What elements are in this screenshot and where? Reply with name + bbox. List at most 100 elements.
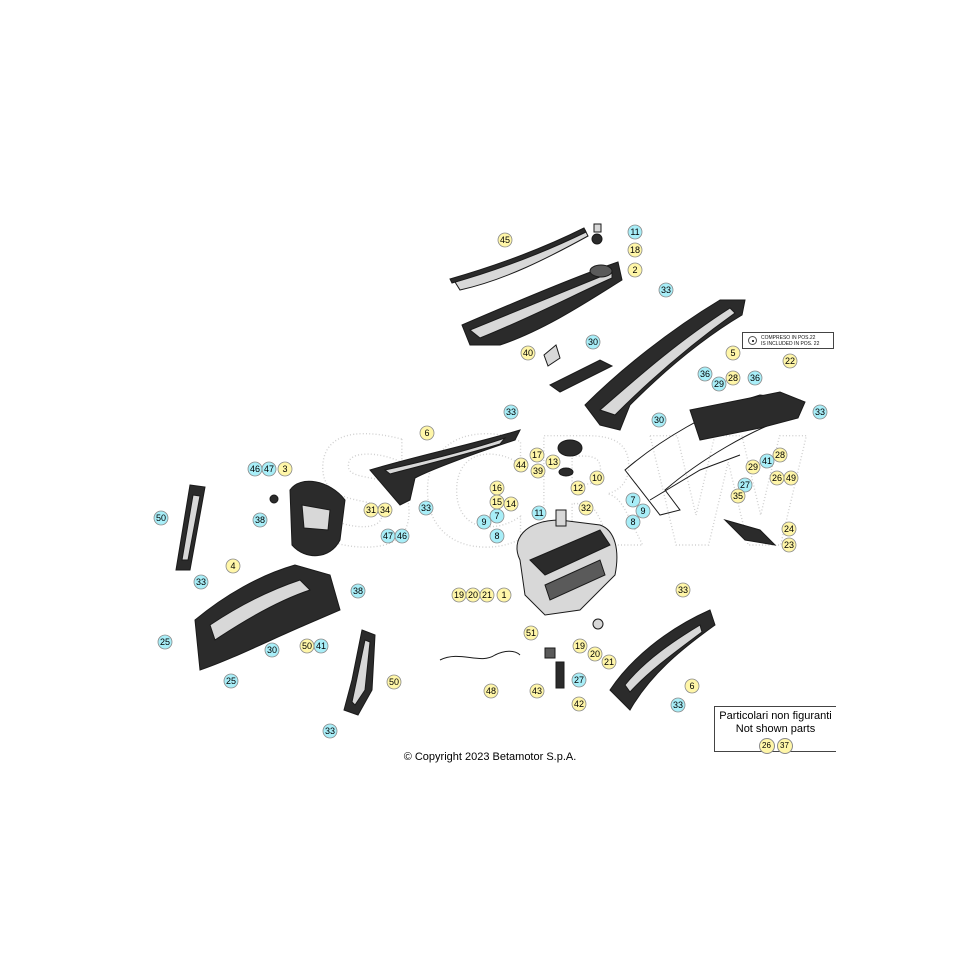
callout-circle xyxy=(627,224,643,240)
callout-50: 50 xyxy=(153,510,169,526)
callout-19: 19 xyxy=(451,587,467,603)
callout-12: 12 xyxy=(570,480,586,496)
callout-circle xyxy=(419,425,435,441)
callout-label: 7 xyxy=(630,495,635,505)
callout-label: 16 xyxy=(492,483,502,493)
callout-label: 30 xyxy=(654,415,664,425)
callout-label: 15 xyxy=(492,497,502,507)
callout-label: 46 xyxy=(397,531,407,541)
front-fender xyxy=(194,564,341,671)
callout-circle xyxy=(479,587,495,603)
callout-33: 33 xyxy=(658,282,674,298)
callout-label: 6 xyxy=(424,428,429,438)
callout-48: 48 xyxy=(483,683,499,699)
callout-label: 13 xyxy=(548,457,558,467)
callout-label: 28 xyxy=(775,450,785,460)
callout-label: 49 xyxy=(786,473,796,483)
callout-circle xyxy=(572,638,588,654)
callout-label: 38 xyxy=(353,586,363,596)
callout-28: 28 xyxy=(725,370,741,386)
callout-8: 8 xyxy=(489,528,505,544)
callout-circle xyxy=(252,512,268,528)
callout-label: 19 xyxy=(454,590,464,600)
callout-circle xyxy=(322,723,338,739)
callout-circle xyxy=(523,625,539,641)
callout-3: 3 xyxy=(277,461,293,477)
callout-circle xyxy=(730,488,746,504)
callout-49: 49 xyxy=(783,470,799,486)
callout-label: 26 xyxy=(772,473,782,483)
callout-label: 50 xyxy=(302,641,312,651)
callout-circle xyxy=(725,345,741,361)
callout-circle xyxy=(601,654,617,670)
callout-label: 40 xyxy=(523,348,533,358)
callout-44: 44 xyxy=(513,457,529,473)
callout-circle xyxy=(627,242,643,258)
callout-circle xyxy=(350,583,366,599)
included-note-line2: IS INCLUDED IN POS. 22 xyxy=(761,341,820,347)
not-shown-part: 26 xyxy=(758,738,775,754)
fork-guard-right xyxy=(343,629,376,716)
callout-label: 12 xyxy=(573,483,583,493)
callout-circle xyxy=(530,463,546,479)
callout-circle xyxy=(513,457,529,473)
callout-label: 43 xyxy=(532,686,542,696)
callout-label: 33 xyxy=(678,585,688,595)
bullet-icon xyxy=(748,336,757,345)
callout-27: 27 xyxy=(737,477,753,493)
callout-label: 18 xyxy=(630,245,640,255)
callout-label: 33 xyxy=(673,700,683,710)
callout-label: 50 xyxy=(389,677,399,687)
fuel-tank xyxy=(516,439,618,616)
callout-label: 48 xyxy=(486,686,496,696)
callout-label: 14 xyxy=(506,499,516,509)
callout-circle xyxy=(627,262,643,278)
tail-panel xyxy=(624,391,806,516)
callout-label: 33 xyxy=(196,577,206,587)
callout-label: 33 xyxy=(661,285,671,295)
callout-circle xyxy=(496,587,512,603)
callout-circle xyxy=(386,674,402,690)
callout-label: 4 xyxy=(230,561,235,571)
callout-label: 25 xyxy=(226,676,236,686)
callout-label: 20 xyxy=(590,649,600,659)
callout-5: 5 xyxy=(725,345,741,361)
callout-33: 33 xyxy=(675,582,691,598)
callout-circle xyxy=(587,646,603,662)
callout-50: 50 xyxy=(299,638,315,654)
callout-circle xyxy=(193,574,209,590)
callout-label: 20 xyxy=(468,590,478,600)
callout-29: 29 xyxy=(711,376,727,392)
callout-label: 6 xyxy=(689,681,694,691)
included-in-pos22-note: COMPRESO IN POS.22 IS INCLUDED IN POS. 2… xyxy=(742,332,834,349)
callout-circle xyxy=(225,558,241,574)
callout-circle xyxy=(772,447,788,463)
callout-17: 17 xyxy=(529,447,545,463)
callout-circle xyxy=(783,470,799,486)
callout-label: 29 xyxy=(714,379,724,389)
callout-33: 33 xyxy=(322,723,338,739)
callout-10: 10 xyxy=(589,470,605,486)
callout-30: 30 xyxy=(264,642,280,658)
callout-label: 5 xyxy=(730,348,735,358)
callout-circle xyxy=(489,508,505,524)
callout-circle xyxy=(625,514,641,530)
side-number-plate-upper xyxy=(369,429,521,506)
callout-circle xyxy=(497,232,513,248)
callout-25: 25 xyxy=(157,634,173,650)
callout-14: 14 xyxy=(503,496,519,512)
callout-label: 1 xyxy=(501,590,506,600)
callout-label: 47 xyxy=(383,531,393,541)
not-shown-title-it: Particolari non figuranti xyxy=(719,710,832,722)
callout-label: 17 xyxy=(532,450,542,460)
callout-circle xyxy=(625,492,641,508)
included-note-line1: COMPRESO IN POS.22 xyxy=(761,335,816,341)
callout-circle xyxy=(223,673,239,689)
fork-guard-left xyxy=(175,484,206,571)
callout-33: 33 xyxy=(670,697,686,713)
callout-label: 47 xyxy=(264,464,274,474)
callout-circle xyxy=(781,537,797,553)
callout-circle xyxy=(781,521,797,537)
